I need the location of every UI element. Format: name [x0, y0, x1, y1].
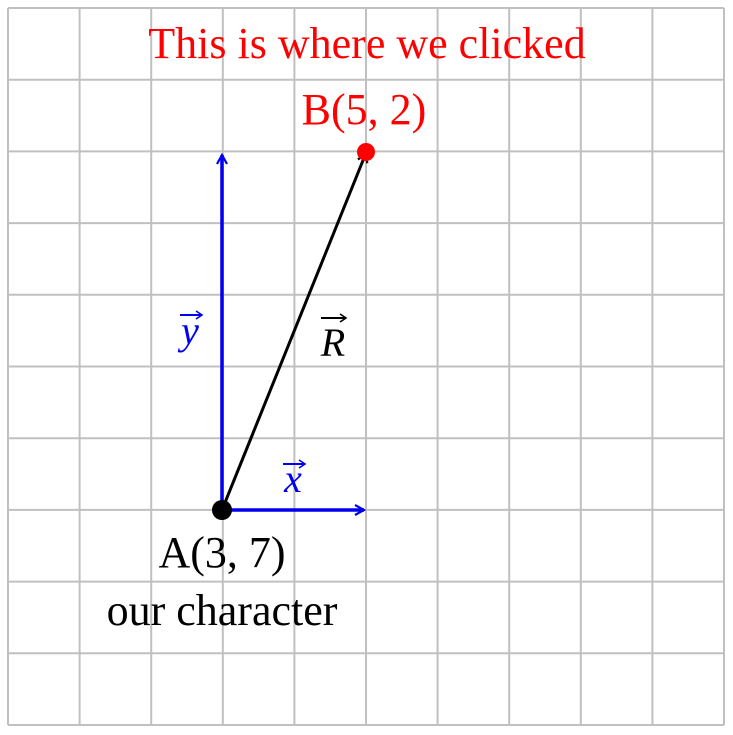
point-a-caption: our character — [107, 586, 338, 635]
x-vector-label: x — [283, 456, 307, 501]
point-a-marker — [212, 500, 232, 520]
y-vector-label: y — [177, 308, 204, 353]
r-vector-label-text: R — [320, 320, 345, 365]
point-b-caption: This is where we clicked — [148, 19, 585, 68]
point-a-label: A(3, 7) — [158, 528, 285, 577]
resultant-vector — [220, 153, 366, 511]
point-b-marker — [357, 143, 375, 161]
point-b-label: B(5, 2) — [302, 85, 427, 134]
r-vector-label: R — [320, 313, 348, 365]
x-vector-label-text: x — [283, 456, 302, 501]
y-vector-label-text: y — [177, 308, 199, 353]
